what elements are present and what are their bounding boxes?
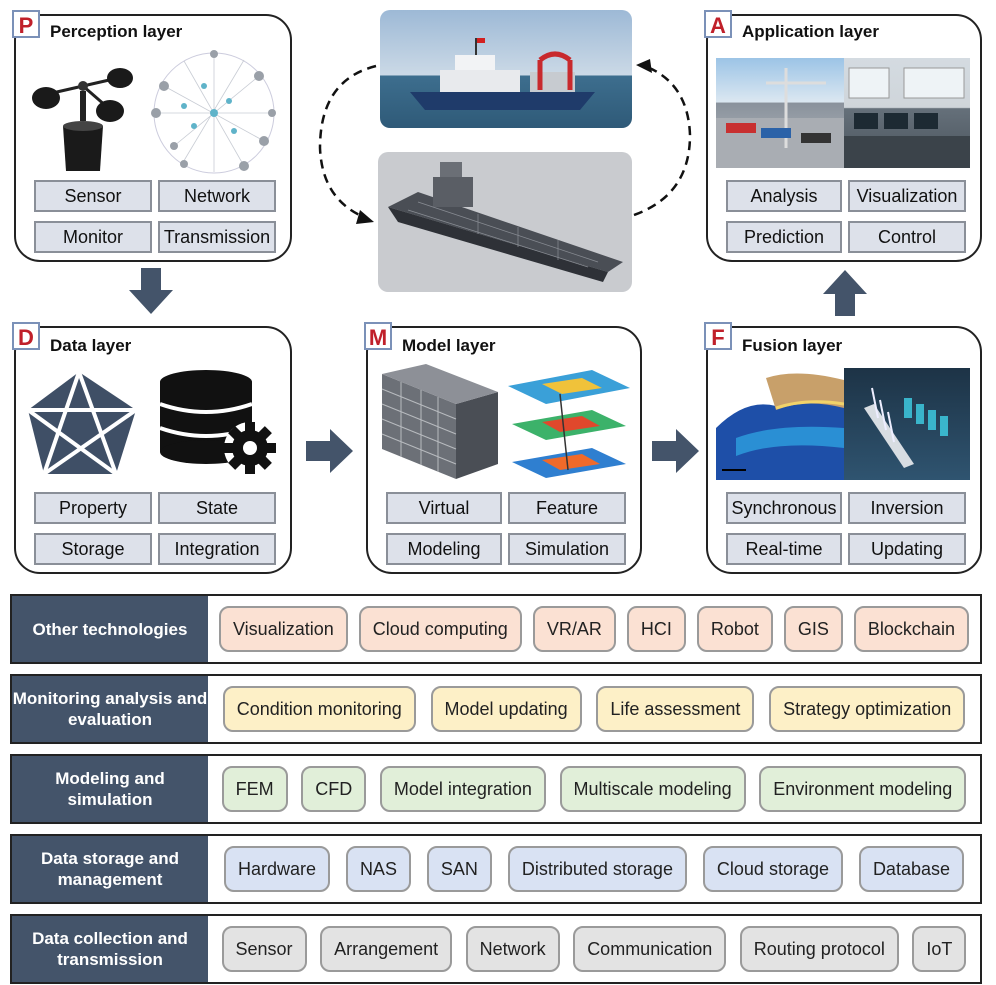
fusion-tag-inversion: Inversion: [848, 492, 966, 524]
application-tag-prediction: Prediction: [726, 221, 842, 253]
application-badge: A: [704, 10, 732, 38]
chip-distributed-storage: Distributed storage: [507, 846, 687, 892]
model-tag-virtual: Virtual: [386, 492, 502, 524]
chip-robot: Robot: [696, 606, 773, 652]
application-tag-visualization: Visualization: [848, 180, 966, 212]
row-label: Monitoring analysis and evaluation: [12, 676, 208, 742]
contour-layers-icon: [502, 364, 636, 484]
perception-tag-network: Network: [158, 180, 276, 212]
model-tag-simulation: Simulation: [508, 533, 626, 565]
chip-cloud-storage: Cloud storage: [702, 846, 843, 892]
cycle-arrow-left: [318, 64, 377, 224]
application-tag-analysis: Analysis: [726, 180, 842, 212]
fusion-badge: F: [704, 322, 732, 350]
chip-iot: IoT: [912, 926, 967, 972]
chip-multiscale-modeling: Multiscale modeling: [559, 766, 746, 812]
chip-strategy-optimization: Strategy optimization: [769, 686, 966, 732]
model-layer-panel: M Model layer Virtual Feature Modeling S…: [364, 322, 642, 574]
chip-condition-monitoring: Condition monitoring: [222, 686, 416, 732]
ship-flow-icon: [844, 368, 970, 480]
model-badge: M: [364, 322, 392, 350]
model-layer-title: Model layer: [402, 336, 496, 355]
row-data-storage: Data storage and management Hardware NAS…: [10, 834, 982, 904]
perception-tag-monitor: Monitor: [34, 221, 152, 253]
row-monitoring-analysis: Monitoring analysis and evaluation Condi…: [10, 674, 982, 744]
data-structure-icon: [24, 368, 144, 478]
fusion-tag-updating: Updating: [848, 533, 966, 565]
row-data-collection: Data collection and transmission Sensor …: [10, 914, 982, 984]
row-modeling-simulation: Modeling and simulation FEM CFD Model in…: [10, 754, 982, 824]
row-label: Modeling and simulation: [12, 756, 208, 822]
chip-life-assessment: Life assessment: [596, 686, 755, 732]
terrain-map-icon: [716, 368, 844, 480]
fusion-layer-panel: F Fusion layer Synchronous Inversion Rea…: [704, 322, 982, 574]
chip-routing-protocol: Routing protocol: [739, 926, 899, 972]
chip-visualization: Visualization: [219, 606, 348, 652]
fusion-tag-realtime: Real-time: [726, 533, 842, 565]
row-label: Other technologies: [12, 596, 208, 662]
chip-arrangement: Arrangement: [320, 926, 453, 972]
model-tag-feature: Feature: [508, 492, 626, 524]
data-tag-storage: Storage: [34, 533, 152, 565]
fusion-layer-title: Fusion layer: [742, 336, 843, 355]
chip-fem: FEM: [221, 766, 288, 812]
application-layer-title: Application layer: [742, 22, 879, 41]
perception-layer-title: Perception layer: [50, 22, 183, 41]
digital-ship-model-image: [378, 152, 632, 292]
chip-blockchain: Blockchain: [853, 606, 969, 652]
row-label: Data storage and management: [12, 836, 208, 902]
chip-network: Network: [465, 926, 560, 972]
chip-vr-ar: VR/AR: [532, 606, 616, 652]
fusion-tag-synchronous: Synchronous: [726, 492, 842, 524]
chip-hardware: Hardware: [223, 846, 330, 892]
chip-model-integration: Model integration: [379, 766, 546, 812]
network-globe-icon: [144, 46, 284, 180]
data-tag-state: State: [158, 492, 276, 524]
building-model-icon: [376, 364, 504, 484]
chip-cloud-computing: Cloud computing: [358, 606, 522, 652]
anemometer-sensor-icon: [28, 56, 138, 176]
chip-cfd: CFD: [301, 766, 367, 812]
data-tag-integration: Integration: [158, 533, 276, 565]
arrow-perception-to-data: [129, 268, 173, 314]
application-tag-control: Control: [848, 221, 966, 253]
chip-san: SAN: [426, 846, 492, 892]
chip-communication: Communication: [573, 926, 727, 972]
perception-badge: P: [12, 10, 40, 38]
chip-model-updating: Model updating: [430, 686, 582, 732]
perception-tag-sensor: Sensor: [34, 180, 152, 212]
row-label: Data collection and transmission: [12, 916, 208, 982]
physical-ship-image: [380, 10, 632, 128]
data-layer-title: Data layer: [50, 336, 132, 355]
arrow-data-to-model: [306, 429, 353, 473]
row-other-technologies: Other technologies Visualization Cloud c…: [10, 594, 982, 664]
port-crane-icon: [716, 58, 844, 168]
chip-sensor: Sensor: [221, 926, 307, 972]
data-layer-panel: D Data layer: [12, 322, 292, 574]
perception-tag-transmission: Transmission: [158, 221, 276, 253]
chip-nas: NAS: [345, 846, 411, 892]
cycle-arrow-right: [633, 59, 692, 217]
arrow-model-to-fusion: [652, 429, 699, 473]
perception-layer-panel: P Perception layer: [12, 10, 292, 262]
bridge-console-icon: [844, 58, 970, 168]
data-tag-property: Property: [34, 492, 152, 524]
application-layer-panel: A Application layer Analysis Visualizati…: [704, 10, 982, 262]
model-tag-modeling: Modeling: [386, 533, 502, 565]
chip-gis: GIS: [783, 606, 843, 652]
chip-hci: HCI: [626, 606, 686, 652]
arrow-fusion-to-application: [823, 270, 867, 316]
database-gear-icon: [156, 368, 282, 480]
data-badge: D: [12, 322, 40, 350]
chip-environment-modeling: Environment modeling: [759, 766, 967, 812]
chip-database: Database: [858, 846, 964, 892]
